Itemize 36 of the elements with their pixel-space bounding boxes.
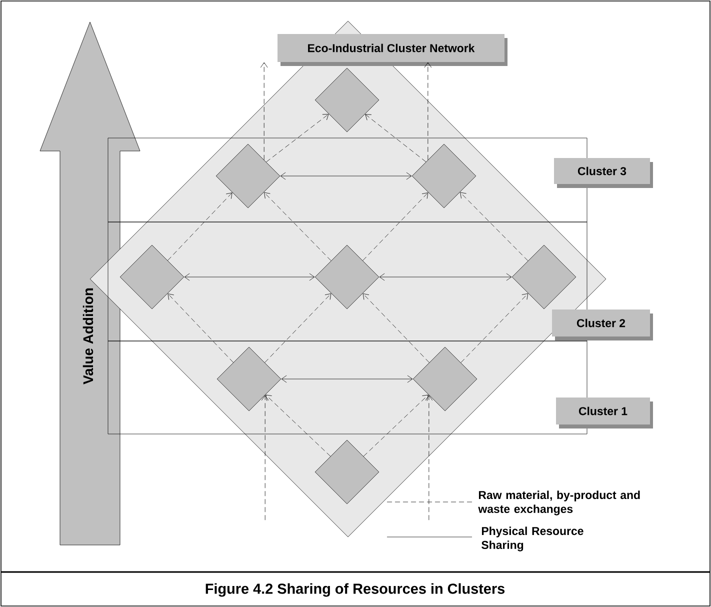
caption: Figure 4.2 Sharing of Resources in Clusters [206, 583, 505, 597]
arrow [362, 293, 430, 363]
arrow [264, 192, 332, 261]
label-box: Cluster 2 [552, 310, 653, 340]
arrow [280, 172, 412, 180]
arrow [266, 394, 331, 456]
arrow [425, 395, 433, 520]
firm-diamond [412, 346, 478, 412]
arrow [365, 114, 426, 162]
arrow [460, 192, 528, 262]
firm-diamond [120, 244, 184, 310]
arrow [424, 62, 432, 160]
arrow [168, 294, 234, 363]
legend-text: Raw material, by-product and waste exchanges [478, 490, 640, 516]
arrow [261, 395, 269, 520]
firm-diamond [314, 68, 380, 132]
firm-diamond [314, 244, 380, 310]
arrow [266, 114, 329, 162]
firm-diamond [314, 440, 380, 504]
label-box: Cluster 3 [554, 158, 653, 188]
firm-diamond [216, 346, 282, 412]
arrow [379, 273, 512, 281]
arrow [264, 293, 332, 363]
arrow [168, 192, 232, 261]
arrow [362, 192, 428, 261]
legend-text: Physical Resource Sharing [482, 526, 584, 552]
firm-diamond [412, 144, 476, 208]
arrow [281, 375, 413, 383]
arrow [363, 394, 428, 456]
label-box: Eco-Industrial Cluster Network [278, 34, 508, 66]
firm-diamond [512, 244, 576, 310]
arrow [184, 273, 315, 281]
arrow [460, 293, 528, 363]
arrow [260, 62, 268, 160]
firm-diamond [216, 144, 280, 208]
label-box: Cluster 1 [556, 398, 653, 428]
